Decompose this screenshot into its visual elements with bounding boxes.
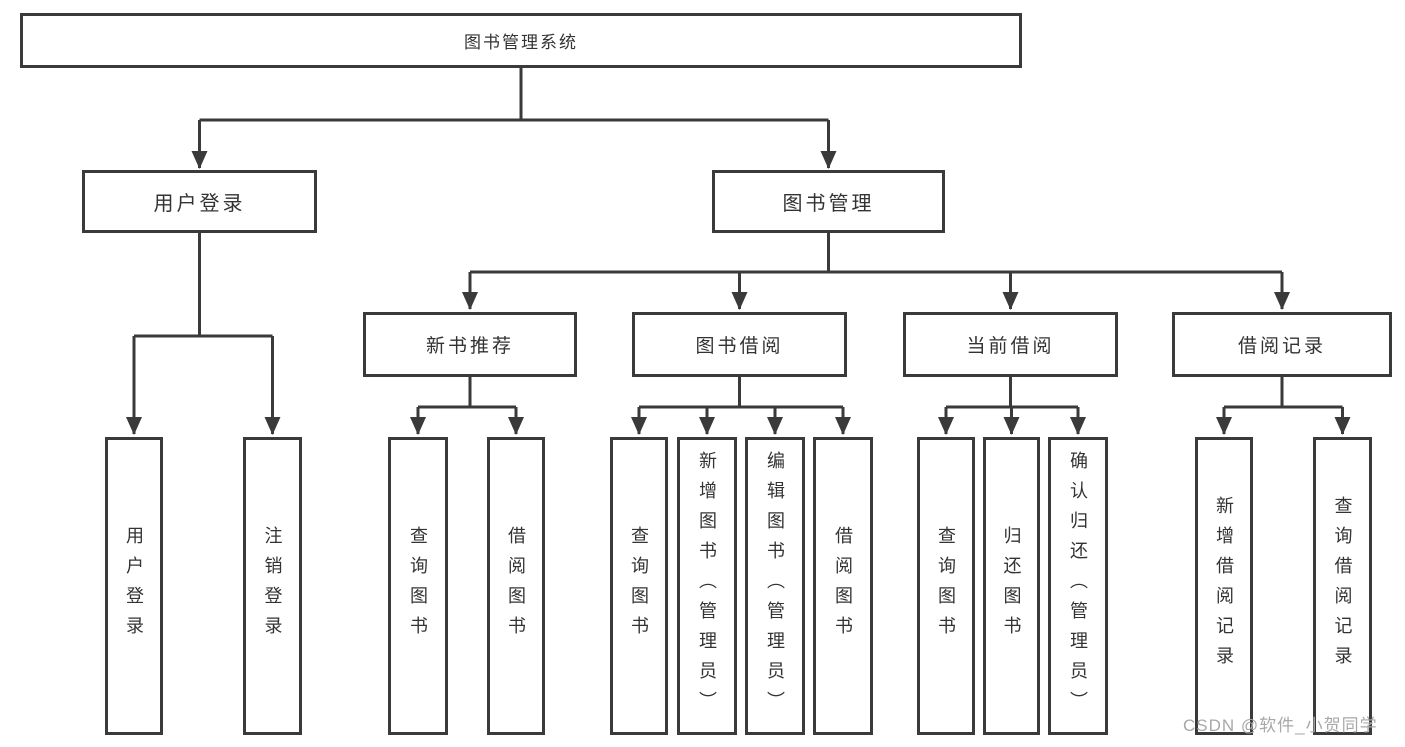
connector-book-management-to-groups bbox=[462, 233, 1290, 310]
node-current-borrow: 当前借阅 bbox=[903, 312, 1118, 377]
leaf-edit-books-admin: 编辑图书（管理员） bbox=[745, 437, 805, 735]
node-book-borrow: 图书借阅 bbox=[632, 312, 847, 377]
csdn-watermark: CSDN @软件_小贺同学 bbox=[1183, 716, 1378, 735]
node-borrow-records: 借阅记录 bbox=[1172, 312, 1392, 377]
leaf-query-books: 查询图书 bbox=[388, 437, 448, 735]
leaf-borrow-books: 借阅图书 bbox=[813, 437, 873, 735]
connector-book-borrow-to-leaves bbox=[631, 377, 851, 435]
leaf-return-books: 归还图书 bbox=[983, 437, 1040, 735]
connector-borrow-records-to-leaves bbox=[1216, 377, 1351, 435]
node-new-book-recommend: 新书推荐 bbox=[363, 312, 577, 377]
leaf-add-borrow-record: 新增借阅记录 bbox=[1195, 437, 1253, 735]
node-library-management-system: 图书管理系统 bbox=[20, 13, 1022, 68]
connector-current-borrow-to-leaves bbox=[938, 377, 1086, 435]
leaf-logout: 注销登录 bbox=[243, 437, 302, 735]
leaf-query-books: 查询图书 bbox=[917, 437, 975, 735]
connector-new-book-recommend-to-leaves bbox=[410, 377, 524, 435]
leaf-query-borrow-record: 查询借阅记录 bbox=[1313, 437, 1372, 735]
leaf-confirm-return-admin: 确认归还（管理员） bbox=[1048, 437, 1108, 735]
leaf-user-login: 用户登录 bbox=[105, 437, 163, 735]
leaf-borrow-books: 借阅图书 bbox=[487, 437, 545, 735]
leaf-query-books: 查询图书 bbox=[610, 437, 668, 735]
node-book-management: 图书管理 bbox=[712, 170, 945, 233]
connector-root-to-level2 bbox=[191, 68, 837, 169]
leaf-add-books-admin: 新增图书（管理员） bbox=[677, 437, 737, 735]
connector-user-login-to-leaves bbox=[126, 233, 281, 435]
node-user-login: 用户登录 bbox=[82, 170, 317, 233]
